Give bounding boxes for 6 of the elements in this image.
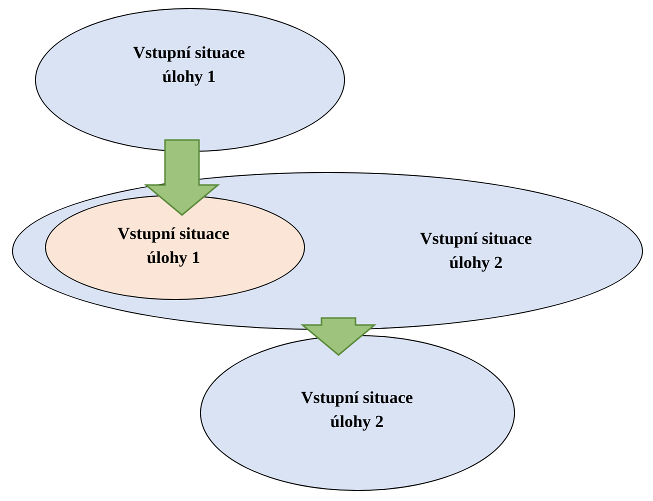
node-label: Vstupní situace úlohy 2 [419, 228, 533, 274]
node-label: Vstupní situace úlohy 1 [116, 222, 230, 269]
node-label: Vstupní situace úlohy 2 [300, 387, 414, 433]
block-arrow [300, 317, 377, 356]
block-arrow [144, 139, 220, 216]
node-label: Vstupní situace úlohy 1 [132, 42, 246, 88]
